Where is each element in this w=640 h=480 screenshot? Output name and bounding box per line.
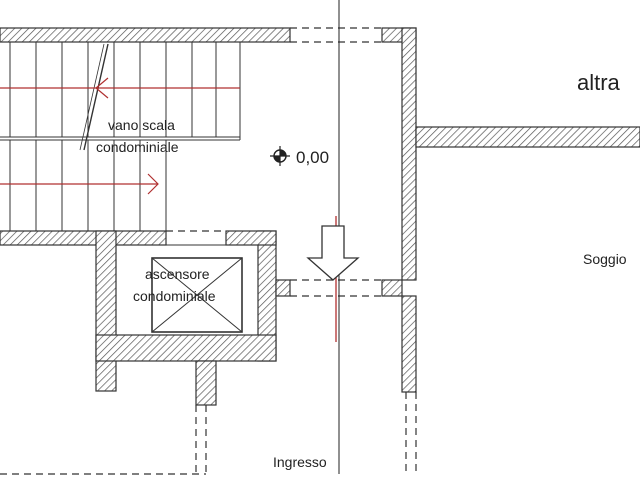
wall-elevator-bottom: [95, 334, 277, 362]
wall-top-left: [0, 27, 291, 43]
wall-other-unit: [415, 126, 640, 148]
wall-right-door-stub: [381, 279, 403, 297]
other-unit-label: altra: [577, 70, 621, 95]
openings: [0, 27, 417, 475]
elevator: [116, 244, 258, 333]
wall-stair-bottom: [0, 230, 167, 246]
wall-lower-right-stub: [275, 279, 291, 297]
elevator-label-line2: condominiale: [133, 288, 216, 304]
wall-elevator-left: [95, 230, 117, 392]
walls: [0, 27, 640, 406]
wall-right-vertical: [401, 27, 417, 281]
elevator-cabin: [151, 257, 243, 333]
wall-elevator-top: [225, 230, 277, 246]
wall-right-lower: [401, 295, 417, 393]
entrance-label: Ingresso: [273, 454, 327, 470]
living-room-label: Soggio: [583, 251, 627, 267]
stairwell-label-line2: condominiale: [96, 139, 179, 155]
wall-bottom-stub: [195, 360, 217, 406]
stairwell-label-line1: vano scala: [108, 117, 175, 133]
staircase: [0, 42, 241, 231]
level-marker-icon: [270, 146, 290, 166]
stair-direction-arrows: [0, 77, 240, 195]
elevator-label-line1: ascensore: [145, 266, 210, 282]
level-label: 0,00: [296, 148, 329, 167]
down-arrow-icon: [306, 216, 360, 342]
